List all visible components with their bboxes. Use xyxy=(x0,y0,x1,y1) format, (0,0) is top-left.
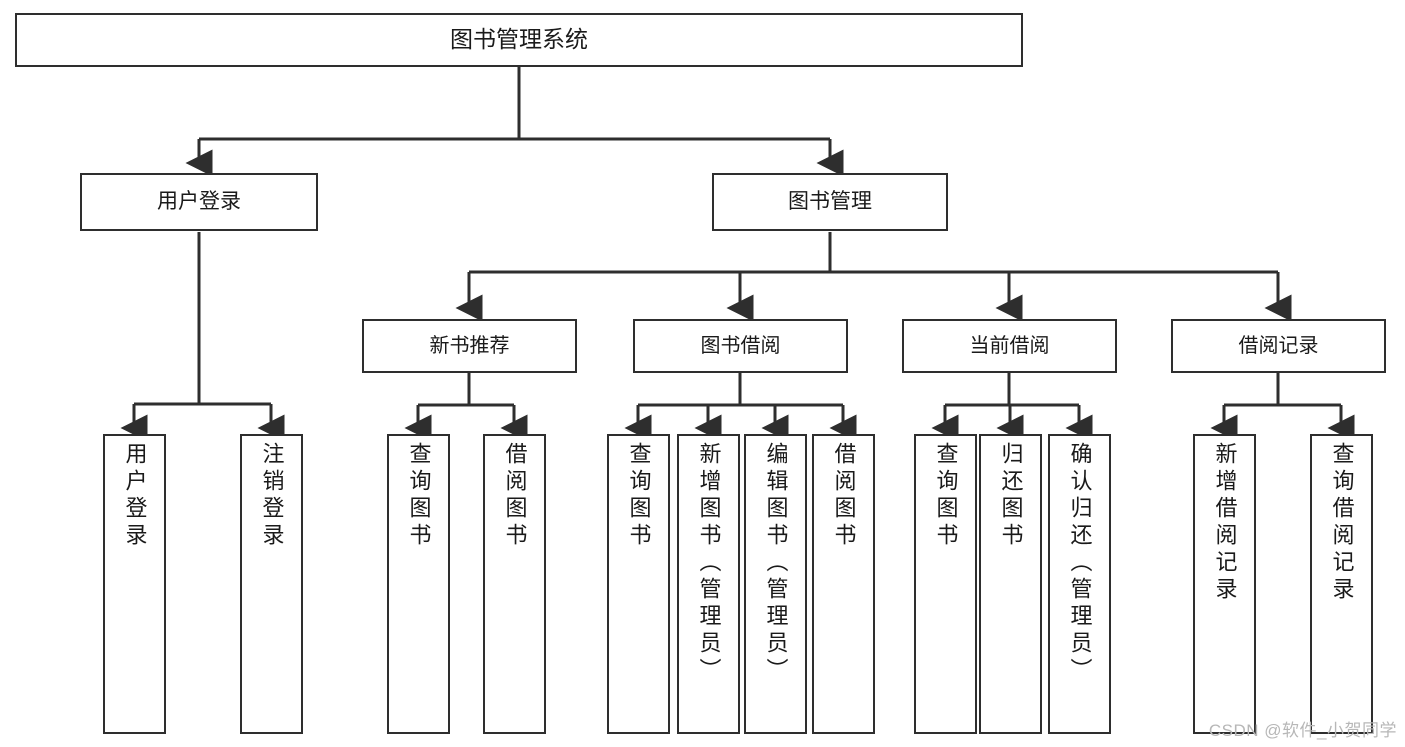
csdn-watermark: CSDN @软件_小贺同学 xyxy=(1208,721,1397,740)
leaf-query-borrow-record[interactable]: 查询借阅记录 xyxy=(1310,434,1373,734)
node-user-login[interactable]: 用户登录 xyxy=(80,173,318,231)
node-new-book-recommend[interactable]: 新书推荐 xyxy=(362,319,577,373)
leaf-edit-book-admin[interactable]: 编辑图书（管理员） xyxy=(744,434,807,734)
leaf-add-borrow-record[interactable]: 新增借阅记录 xyxy=(1193,434,1256,734)
node-label: 查询图书 xyxy=(406,442,432,550)
node-label: 新增图书（管理员） xyxy=(696,442,722,685)
node-label: 图书管理系统 xyxy=(450,26,588,53)
node-label: 确认归还（管理员） xyxy=(1067,442,1093,685)
leaf-query-book-borrow[interactable]: 查询图书 xyxy=(607,434,670,734)
leaf-confirm-return-admin[interactable]: 确认归还（管理员） xyxy=(1048,434,1111,734)
leaf-add-book-admin[interactable]: 新增图书（管理员） xyxy=(677,434,740,734)
node-label: 编辑图书（管理员） xyxy=(763,442,789,685)
node-label: 借阅图书 xyxy=(502,442,528,550)
node-label: 借阅图书 xyxy=(831,442,857,550)
node-label: 查询图书 xyxy=(933,442,959,550)
node-label: 借阅记录 xyxy=(1238,334,1319,357)
node-label: 当前借阅 xyxy=(969,334,1050,357)
node-label: 图书借阅 xyxy=(700,334,781,357)
node-label: 新增借阅记录 xyxy=(1212,442,1238,604)
node-label: 注销登录 xyxy=(259,442,285,550)
leaf-borrow-book-recommend[interactable]: 借阅图书 xyxy=(483,434,546,734)
node-book-borrow[interactable]: 图书借阅 xyxy=(633,319,848,373)
leaf-borrow-book[interactable]: 借阅图书 xyxy=(812,434,875,734)
node-label: 查询借阅记录 xyxy=(1329,442,1355,604)
leaf-return-book[interactable]: 归还图书 xyxy=(979,434,1042,734)
node-borrow-records[interactable]: 借阅记录 xyxy=(1171,319,1386,373)
leaf-query-book-recommend[interactable]: 查询图书 xyxy=(387,434,450,734)
node-label: 新书推荐 xyxy=(429,334,510,357)
node-book-management[interactable]: 图书管理 xyxy=(712,173,948,231)
node-current-borrow[interactable]: 当前借阅 xyxy=(902,319,1117,373)
leaf-user-login[interactable]: 用户登录 xyxy=(103,434,166,734)
node-label: 查询图书 xyxy=(626,442,652,550)
node-label: 图书管理 xyxy=(788,190,872,214)
node-label: 用户登录 xyxy=(157,190,241,214)
node-root-book-management-system[interactable]: 图书管理系统 xyxy=(15,13,1023,67)
node-label: 用户登录 xyxy=(122,442,148,550)
leaf-query-book-current[interactable]: 查询图书 xyxy=(914,434,977,734)
leaf-logout[interactable]: 注销登录 xyxy=(240,434,303,734)
node-label: 归还图书 xyxy=(998,442,1024,550)
